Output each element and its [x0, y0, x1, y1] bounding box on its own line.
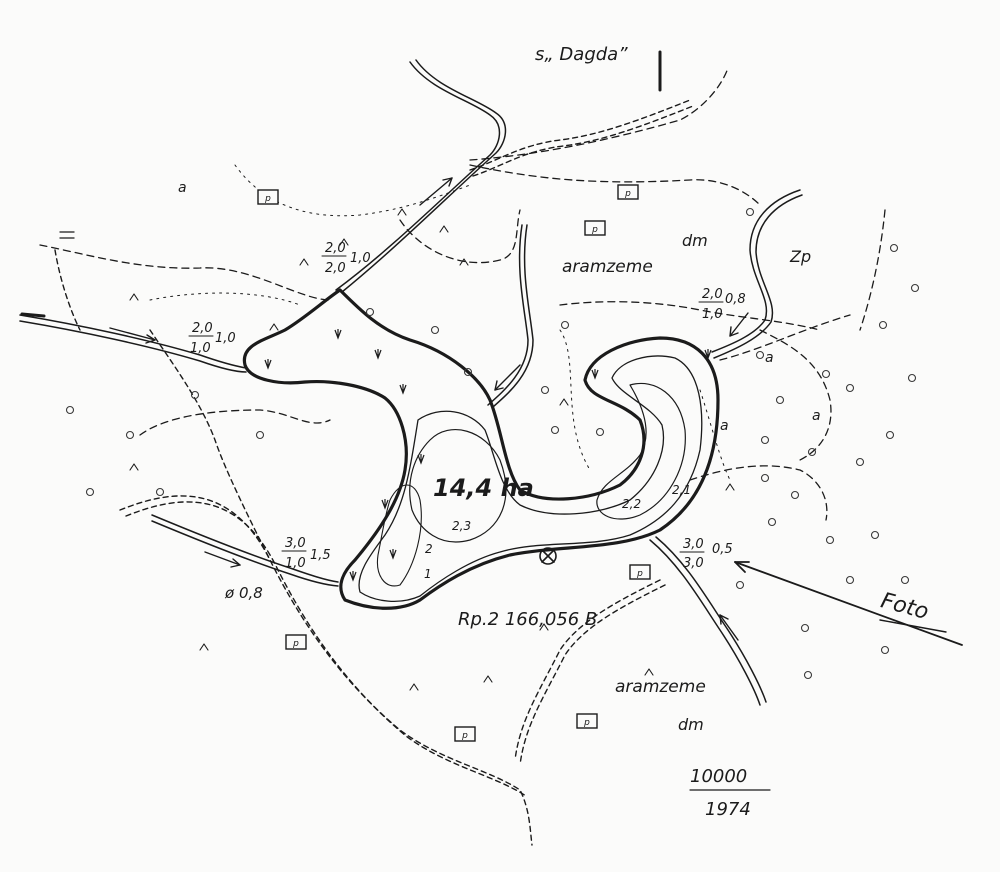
lake-area-label: 14,4 ha [433, 474, 534, 502]
depth-label: 1 [424, 567, 432, 581]
svg-text:0,5: 0,5 [712, 542, 733, 557]
section-outflow: 3,0 3,0 0,5 [679, 537, 733, 571]
area-letter: a [765, 350, 774, 366]
section-w: 2,0 1,0 1,0 [188, 321, 236, 356]
plot-marker: p [617, 184, 639, 200]
lake [242, 288, 720, 610]
svg-text:0,8: 0,8 [725, 292, 746, 307]
plot-marker: p [629, 564, 651, 580]
photo-label-group: Foto [878, 588, 931, 625]
land-use-dm-north: dm [682, 231, 708, 250]
svg-text:1,0: 1,0 [190, 341, 211, 356]
plot-marker: p [584, 220, 606, 236]
svg-text:p: p [264, 194, 271, 204]
section-ne: 2,0 1,0 0,8 [698, 287, 746, 322]
svg-text:p: p [461, 731, 468, 741]
svg-text:3,0: 3,0 [683, 556, 704, 571]
meadow-marks [129, 208, 735, 691]
flow-arrows [109, 177, 749, 641]
streams [19, 59, 803, 706]
svg-text:p: p [624, 189, 631, 199]
land-use-zp: Zp [789, 247, 811, 266]
plot-marker: p [576, 713, 598, 729]
svg-text:3,0: 3,0 [683, 537, 704, 552]
section-sw: 3,0 1,0 1,5 [281, 536, 331, 571]
plot-marker: p [257, 189, 279, 205]
photo-arrow [734, 561, 963, 646]
depth-label: 2,3 [452, 519, 471, 533]
photo-label: Foto [878, 588, 931, 625]
photo-label-underline [879, 619, 947, 633]
edge-marker [59, 231, 75, 239]
svg-text:p: p [292, 639, 299, 649]
svg-text:1,0: 1,0 [285, 556, 306, 571]
benchmark-label: Rp.2 166,056 B [458, 609, 597, 630]
scale-label: 10000 [690, 766, 747, 787]
lake-shoreline [242, 288, 720, 610]
dashed-boundaries [39, 67, 886, 521]
svg-text:2,0: 2,0 [325, 261, 346, 276]
depth-label: 2,2 [622, 497, 641, 511]
svg-text:p: p [583, 718, 590, 728]
svg-text:p: p [591, 225, 598, 235]
svg-text:2,0: 2,0 [325, 241, 346, 256]
land-use-dm-south: dm [678, 715, 704, 734]
tree-symbols [65, 207, 920, 680]
plot-marker: p [285, 634, 307, 650]
dashed-roads [54, 99, 694, 846]
area-letter: a [720, 418, 729, 434]
plot-marker: p [454, 726, 476, 742]
village-label: s„ Dagda” [535, 44, 628, 65]
area-letter: a [178, 180, 187, 196]
depth-label: 2,1 [672, 483, 691, 497]
land-use-aramzeme-south: aramzeme [615, 677, 706, 697]
svg-text:1,5: 1,5 [310, 548, 331, 563]
svg-text:1,0: 1,0 [350, 251, 371, 266]
land-use-aramzeme-north: aramzeme [562, 257, 653, 277]
depth-label: 2 [425, 542, 433, 556]
edge-arrow [20, 312, 46, 318]
year-label: 1974 [705, 799, 751, 820]
svg-text:p: p [636, 569, 643, 579]
marsh-symbols [264, 329, 712, 582]
area-letter: a [812, 408, 821, 424]
svg-text:1,0: 1,0 [702, 307, 723, 322]
svg-text:2,0: 2,0 [192, 321, 213, 336]
svg-text:2,0: 2,0 [702, 287, 723, 302]
section-nw: 2,0 2,0 1,0 [321, 241, 371, 276]
benchmark-symbol [539, 547, 557, 565]
diameter-label: ø 0,8 [224, 584, 263, 602]
plot-markers: p p p p p p p [257, 184, 651, 742]
svg-text:3,0: 3,0 [285, 536, 306, 551]
svg-text:1,0: 1,0 [215, 331, 236, 346]
